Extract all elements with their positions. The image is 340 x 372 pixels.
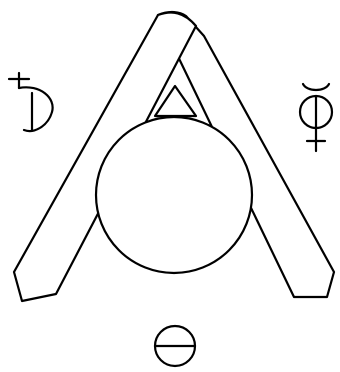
saturn-symbol-icon xyxy=(9,73,53,131)
salt-symbol-icon xyxy=(155,326,195,366)
mercury-symbol-icon xyxy=(300,84,332,151)
central-circle xyxy=(96,117,252,273)
